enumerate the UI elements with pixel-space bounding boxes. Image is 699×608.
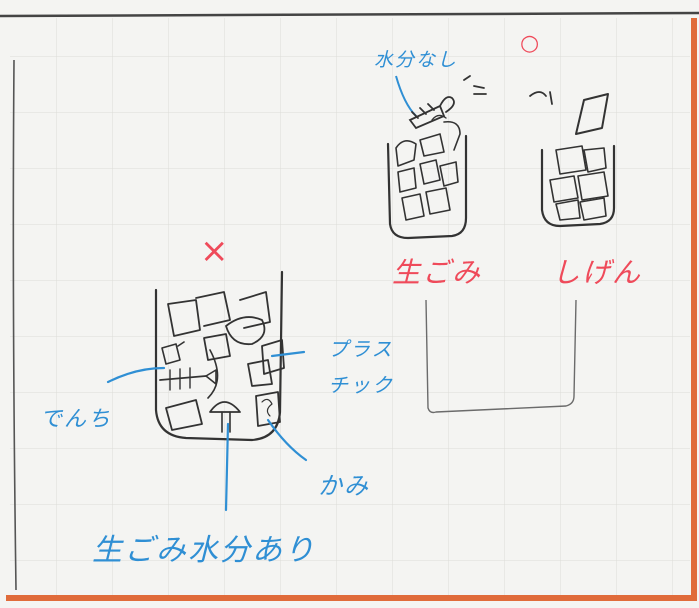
label-resource-bin: しげん [552, 256, 642, 289]
left-frame-line [12, 59, 17, 591]
label-drained: 水分なし [374, 49, 458, 71]
left-pointer-lines [106, 350, 308, 512]
orange-border [6, 18, 697, 601]
mixed-trash-bin [154, 270, 285, 442]
label-paper: かみ [318, 472, 370, 500]
label-plastic-line2: チック [328, 373, 394, 397]
resource-bin [540, 93, 616, 228]
pencil-bracket [425, 299, 577, 414]
label-battery: でんち [40, 407, 112, 432]
circle-mark: ○ [520, 31, 539, 56]
cross-mark: × [200, 231, 229, 271]
grid-paper [10, 18, 690, 598]
caption-food-waste-wet: 生ごみ水分あり [92, 533, 316, 568]
top-frame-line [0, 11, 699, 18]
label-plastic-line1: プラス [328, 337, 394, 361]
food-waste-bin [386, 114, 468, 240]
label-food-waste-bin: 生ごみ [392, 256, 482, 289]
